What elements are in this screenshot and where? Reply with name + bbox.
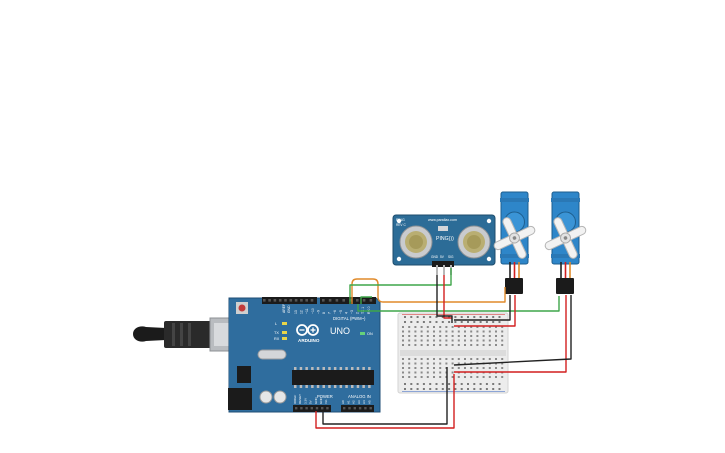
power-pin-label: IOREF xyxy=(293,395,297,404)
servo-connector xyxy=(505,278,523,294)
analog-pin-label: A0 xyxy=(341,400,345,404)
wire-red-servo2 xyxy=(454,295,567,373)
svg-text:RX: RX xyxy=(274,337,280,341)
servo-motor-1[interactable] xyxy=(485,191,543,294)
wire-black-servo1 xyxy=(454,295,511,321)
sensor-model: PING))) xyxy=(436,236,454,242)
digital-header-right xyxy=(320,297,376,304)
sensor-pin-labels: GND 5V SIG xyxy=(431,255,454,259)
wire-black-gnd xyxy=(322,367,448,425)
power-pin-label: RESET xyxy=(298,394,302,404)
digital-pin-label: ~9 xyxy=(316,310,320,314)
capacitor-1 xyxy=(259,390,273,404)
digital-pin-label: 8 xyxy=(322,312,326,314)
wire-orange-trigger xyxy=(351,278,506,304)
brand-label: ARDUINO xyxy=(298,338,320,343)
sensor-crystal xyxy=(438,226,448,231)
svg-text:L: L xyxy=(275,322,277,326)
on-led xyxy=(360,332,365,335)
sensor-tag: PING xyxy=(396,218,405,222)
aref-label: AREF xyxy=(282,304,286,313)
power-pin-label: Vin xyxy=(324,399,328,404)
svg-text:ON: ON xyxy=(367,332,373,336)
analog-pin-label: A2 xyxy=(352,400,356,404)
digital-pin-label: ~3 xyxy=(350,310,354,314)
svg-text:SIG: SIG xyxy=(448,255,454,259)
rx-led xyxy=(282,337,287,340)
l-led xyxy=(282,322,287,325)
svg-text:TX: TX xyxy=(274,331,279,335)
svg-text:GND: GND xyxy=(431,255,439,259)
digital-pin-label: 13 xyxy=(294,310,298,314)
digital-pin-label: 12 xyxy=(300,310,304,314)
analog-pin-label: A5 xyxy=(368,400,372,404)
sensor-url: www.parallax.com xyxy=(428,218,457,222)
analog-pin-label: A4 xyxy=(362,400,366,404)
model-label: UNO xyxy=(330,326,350,336)
digital-pin-label: ~10 xyxy=(311,308,315,314)
digital-pin-label: ~6 xyxy=(333,310,337,314)
digital-pin-label: 2 xyxy=(356,312,360,314)
power-jack xyxy=(228,388,252,410)
atmega-chip xyxy=(292,367,374,388)
servo-connector xyxy=(556,278,574,294)
power-label: POWER xyxy=(317,394,333,399)
wire-black-servo2 xyxy=(453,295,572,366)
servo-horn xyxy=(544,217,587,259)
crystal xyxy=(257,349,287,360)
transducer-right xyxy=(457,225,491,259)
wire-green-servo1 xyxy=(360,296,372,304)
power-pin-label: GND xyxy=(319,397,323,405)
breadboard[interactable] xyxy=(397,312,509,394)
power-pin-label: 5V xyxy=(309,400,313,404)
wire-red-sensor-5v xyxy=(443,275,452,319)
digital-pin-label: 7 xyxy=(328,312,332,314)
analog-header xyxy=(341,405,374,412)
svg-text:5V: 5V xyxy=(440,255,445,259)
gnd-label: GND xyxy=(287,305,291,313)
digital-header-label: DIGITAL (PWM~) xyxy=(333,316,366,321)
digital-pin-label: ~11 xyxy=(305,308,309,314)
power-pin-label: GND xyxy=(314,397,318,405)
wire-green-echo xyxy=(349,268,452,304)
power-pin-label: 3.3V xyxy=(303,398,307,404)
reset-button[interactable] xyxy=(236,302,248,314)
analog-label: ANALOG IN xyxy=(348,394,371,399)
voltage-regulator xyxy=(237,366,251,383)
analog-pin-label: A3 xyxy=(357,400,361,404)
servo-horn xyxy=(493,217,536,259)
wire-red-5v xyxy=(315,374,455,429)
arduino-logo-icon xyxy=(296,324,319,336)
digital-pin-label: ~5 xyxy=(339,310,343,314)
wire-green-servo2 xyxy=(357,296,560,312)
sensor-header xyxy=(432,261,454,267)
tx-led xyxy=(282,331,287,334)
capacitor-2 xyxy=(273,390,287,404)
wire-black-sensor-gnd xyxy=(436,275,453,323)
digital-pin-label: 4 xyxy=(344,312,348,314)
wire-red-servo1 xyxy=(454,295,516,327)
transducer-left xyxy=(399,225,433,259)
sensor-rev: REV C xyxy=(396,223,406,227)
ultrasonic-sensor[interactable]: www.parallax.com PING))) PING REV C GND … xyxy=(392,214,496,275)
servo-motor-2[interactable] xyxy=(536,191,594,294)
digital-pin-label: RX 0 xyxy=(367,306,371,314)
analog-pin-label: A1 xyxy=(346,400,350,404)
wires xyxy=(315,268,572,429)
